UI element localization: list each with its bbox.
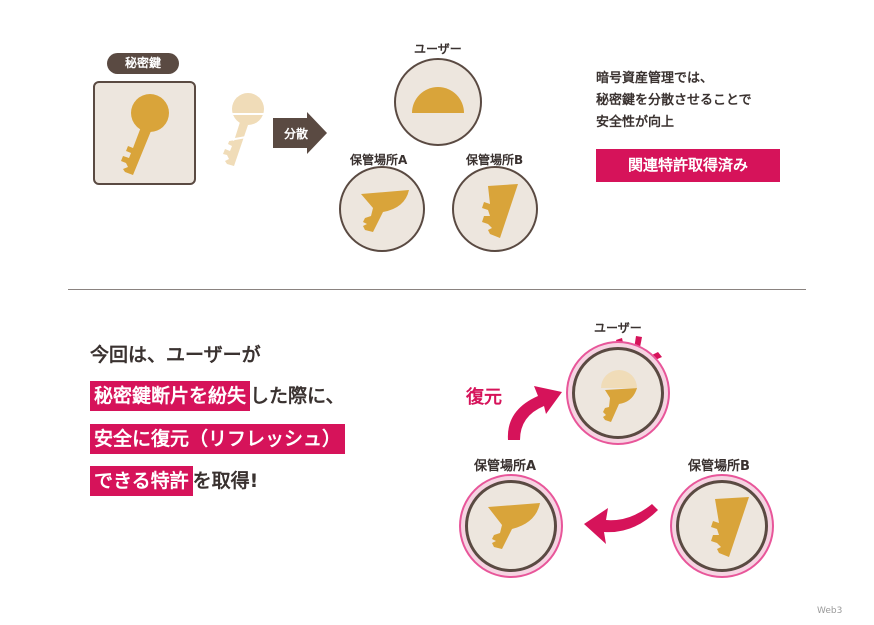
transfer-arrow-icon bbox=[584, 504, 658, 544]
split-arrow-icon bbox=[273, 112, 327, 154]
pale-split-key-icon bbox=[217, 93, 268, 166]
user-circle-top bbox=[394, 58, 482, 146]
headline-line-4: できる特許を取得! bbox=[90, 466, 258, 496]
key-head-fragment-icon bbox=[412, 87, 464, 113]
description-text: 暗号資産管理では、 秘密鍵を分散させることで 安全性が向上 bbox=[596, 68, 752, 134]
storage-a-label-bottom: 保管場所A bbox=[474, 459, 537, 474]
section-divider bbox=[68, 289, 806, 290]
restore-arrow-icon bbox=[507, 386, 562, 440]
headline-highlight-lost-fragment: 秘密鍵断片を紛失 bbox=[90, 381, 251, 411]
storage-b-circle-bottom bbox=[676, 480, 768, 572]
storage-a-circle-bottom bbox=[465, 480, 557, 572]
user-circle-bottom bbox=[572, 347, 664, 439]
description-line-1: 暗号資産管理では、 bbox=[596, 71, 714, 86]
storage-a-circle-top bbox=[339, 166, 425, 252]
headline-line-4-rest: を取得! bbox=[192, 470, 259, 492]
key-fragment-b-icon bbox=[482, 184, 518, 238]
gold-key-icon bbox=[121, 94, 169, 175]
secret-key-badge: 秘密鍵 bbox=[107, 53, 179, 74]
storage-b-label-top: 保管場所B bbox=[466, 153, 524, 167]
split-label: 分散 bbox=[283, 127, 308, 141]
patent-badge: 関連特許取得済み bbox=[596, 149, 780, 182]
description-line-2: 秘密鍵を分散させることで bbox=[596, 93, 752, 108]
headline-highlight-patent: できる特許 bbox=[90, 466, 193, 496]
user-label-top: ユーザー bbox=[414, 42, 462, 56]
headline-line-2-rest: した際に、 bbox=[250, 385, 345, 407]
headline-highlight-safe-restore: 安全に復元（リフレッシュ） bbox=[90, 424, 346, 454]
key-fragment-a-icon bbox=[361, 190, 409, 232]
headline-line-3: 安全に復元（リフレッシュ） bbox=[90, 424, 346, 454]
secret-key-box bbox=[93, 81, 196, 185]
storage-b-label-bottom: 保管場所B bbox=[688, 459, 750, 474]
storage-b-circle-top bbox=[452, 166, 538, 252]
storage-a-label-top: 保管場所A bbox=[350, 153, 408, 167]
key-fragment-a-bottom-icon bbox=[488, 503, 540, 549]
description-line-3: 安全性が向上 bbox=[596, 115, 675, 130]
restored-key-icon bbox=[601, 370, 637, 422]
key-fragment-b-bottom-icon bbox=[711, 497, 749, 557]
restore-label: 復元 bbox=[466, 387, 502, 408]
headline-line-2: 秘密鍵断片を紛失した際に、 bbox=[90, 381, 344, 411]
user-label-bottom: ユーザー bbox=[594, 321, 642, 335]
headline-line-1: 今回は、ユーザーが bbox=[90, 344, 261, 366]
watermark: Web3 bbox=[817, 606, 843, 616]
